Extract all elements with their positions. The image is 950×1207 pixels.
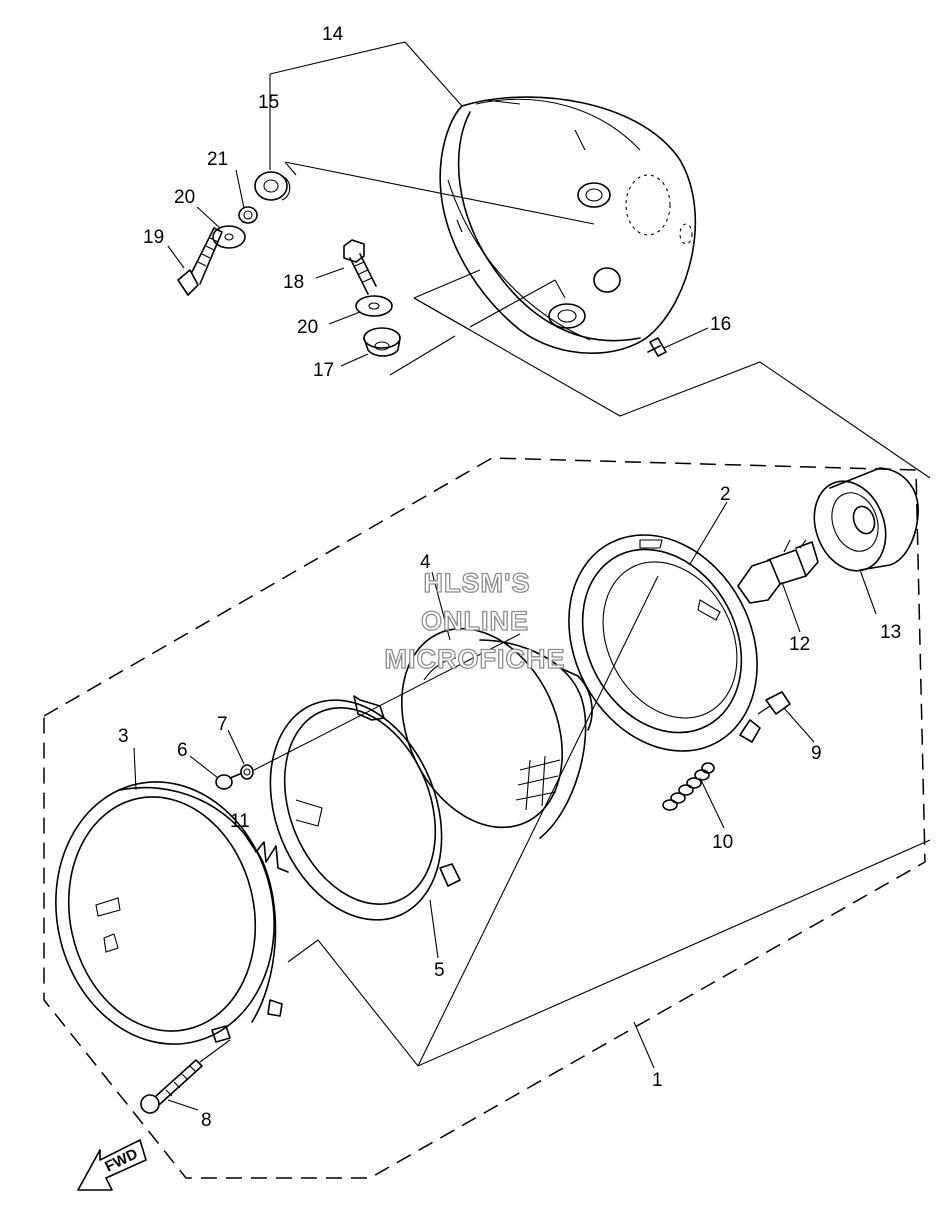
callout-11: 11 — [230, 811, 250, 832]
bolt-18 — [343, 239, 377, 295]
callout-labels: 1 2 3 4 5 6 7 8 9 10 11 12 13 14 15 16 1… — [118, 24, 901, 1131]
callout-1: 1 — [652, 1070, 663, 1091]
assembly-boundary — [43, 457, 926, 1179]
socket-cover-13 — [813, 467, 919, 572]
callout-2: 2 — [720, 484, 731, 505]
callout-15: 15 — [258, 92, 279, 113]
watermark-line-1: HLSM'S — [424, 568, 531, 598]
callout-21: 21 — [207, 149, 228, 170]
outer-rim-3 — [55, 781, 283, 1045]
bolt-19 — [177, 227, 223, 296]
fwd-arrow-icon: FWD — [77, 1139, 147, 1191]
leader-assembly-chain — [287, 839, 931, 1067]
callout-18: 18 — [283, 272, 304, 293]
bulb-12 — [737, 539, 819, 604]
mount-ring-5 — [269, 695, 461, 921]
grommet-17 — [363, 327, 401, 357]
leader-15 — [284, 161, 595, 225]
leader-6-7 — [253, 633, 521, 771]
callout-5: 5 — [434, 960, 445, 981]
clip-9 — [757, 691, 791, 715]
screw-6 — [215, 773, 241, 790]
watermark-line-3: MICROFICHE — [385, 644, 566, 674]
washer-7 — [240, 764, 254, 780]
callout-19: 19 — [143, 227, 164, 248]
screw-16 — [647, 337, 667, 357]
spring-10 — [662, 762, 715, 811]
callout-20-upper: 20 — [174, 187, 195, 208]
callout-6: 6 — [177, 740, 188, 761]
washer-20-upper — [212, 225, 246, 249]
callout-3: 3 — [118, 726, 129, 747]
leader-17 — [389, 335, 456, 376]
callout-9: 9 — [811, 743, 822, 764]
washer-20-lower — [355, 295, 393, 317]
leader-main-chain — [413, 297, 931, 479]
callout-4: 4 — [420, 552, 431, 573]
callout-10: 10 — [712, 832, 733, 853]
rim-2 — [568, 534, 761, 752]
callout-12: 12 — [789, 634, 810, 655]
callout-17: 17 — [313, 360, 334, 381]
grommet-15 — [254, 171, 291, 201]
headlight-housing — [439, 96, 697, 354]
callout-16: 16 — [710, 314, 731, 335]
spring-clip-11 — [255, 841, 289, 873]
screw-8 — [140, 1059, 203, 1114]
leader-14 — [269, 41, 463, 107]
callout-7: 7 — [217, 714, 228, 735]
callout-14: 14 — [322, 24, 344, 45]
callout-20-lower: 20 — [297, 317, 318, 338]
watermark-line-2: ONLINE — [421, 606, 529, 636]
collar-21 — [238, 206, 258, 224]
watermark: HLSM'S ONLINE MICROFICHE — [384, 567, 566, 674]
callout-13: 13 — [880, 622, 901, 643]
callout-8: 8 — [201, 1110, 212, 1131]
sealed-beam-4 — [401, 627, 593, 839]
